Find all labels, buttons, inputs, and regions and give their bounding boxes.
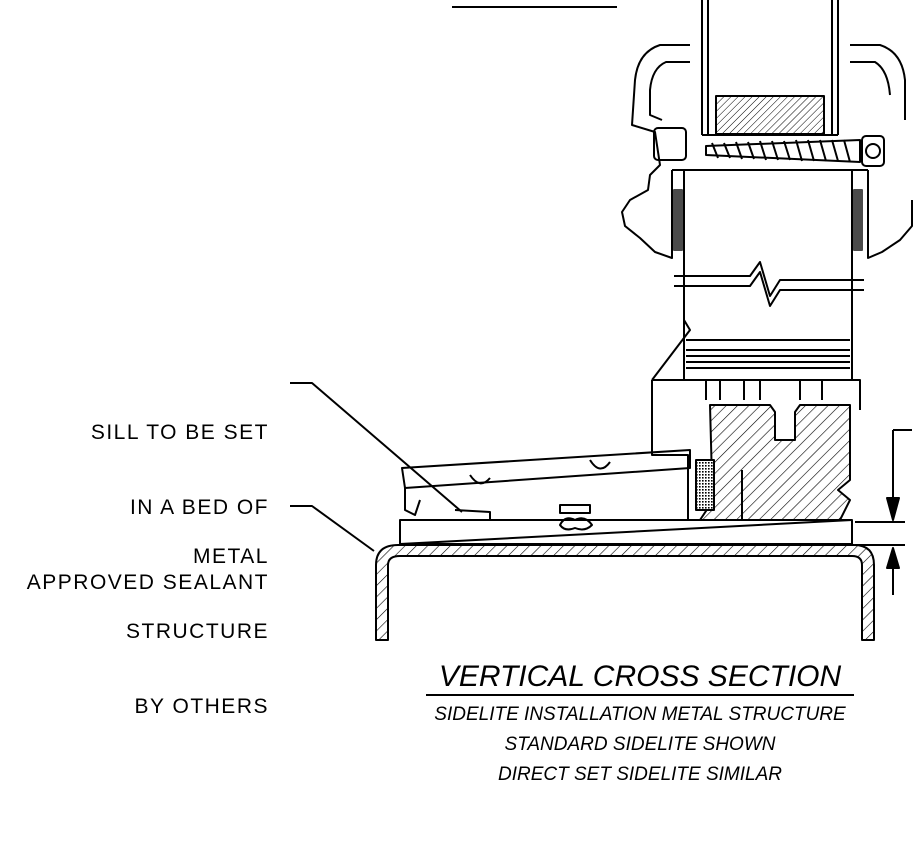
sill-note-line-2: IN A BED OF: [129, 496, 269, 519]
setting-block: [686, 339, 850, 369]
caption-subtitle-3: DIRECT SET SIDELITE SIMILAR: [498, 764, 782, 785]
dimension-marker: [855, 429, 912, 595]
screw: [705, 135, 885, 167]
caption-underline: [426, 694, 854, 696]
sill-leader: [290, 382, 463, 513]
metal-leader: [290, 505, 375, 552]
glass-unit: [701, 0, 839, 136]
caption-title: VERTICAL CROSS SECTION: [438, 660, 842, 693]
metal-note-line-1: METAL: [193, 545, 269, 568]
sill-note: SILL TO BE SET IN A BED OF APPROVED SEAL…: [27, 370, 269, 620]
sill-note-line-3: APPROVED SEALANT: [26, 571, 269, 594]
wood-nailer: [699, 404, 851, 521]
sill-note-line-1: SILL TO BE SET: [90, 421, 269, 444]
metal-note: METAL STRUCTURE BY OTHERS: [126, 494, 269, 744]
break-line: [674, 261, 864, 297]
metal-note-line-2: STRUCTURE: [126, 620, 269, 643]
caption-subtitle-1: SIDELITE INSTALLATION METAL STRUCTURE: [434, 704, 846, 725]
metal-structure: [375, 544, 875, 641]
metal-note-line-3: BY OTHERS: [134, 695, 269, 718]
caption-subtitle-2: STANDARD SIDELITE SHOWN: [504, 734, 776, 755]
upper-frame-profile: [621, 44, 690, 259]
sloped-sill: [401, 449, 691, 489]
